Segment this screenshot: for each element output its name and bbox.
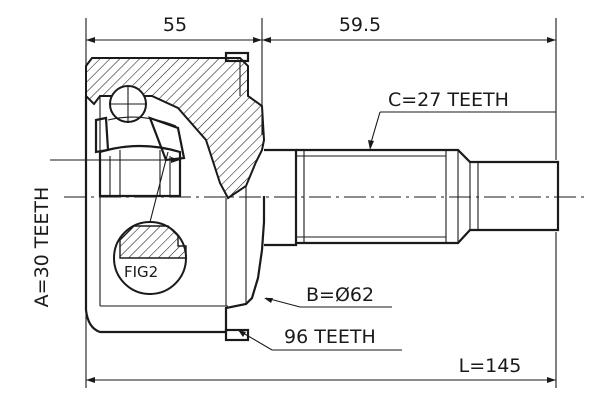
dimension-outer-width: 55 (163, 14, 187, 36)
inner-teeth-leader (50, 157, 180, 163)
fig2-label: FIG2 (124, 263, 158, 281)
abs-ring-teeth-callout: 96 TEETH (284, 326, 376, 348)
inner-race-assembly (94, 85, 186, 198)
inner-teeth-callout: A=30 TEETH (31, 187, 53, 308)
overall-length-dimension (85, 232, 557, 388)
dimension-stem-length: 59.5 (339, 14, 381, 36)
seal-diameter-callout: B=Ø62 (306, 284, 374, 306)
abs-ring-teeth-leader (237, 329, 402, 351)
output-stem (264, 148, 560, 247)
dimension-overall-length: L=145 (459, 355, 522, 377)
shaft-teeth-callout: C=27 TEETH (388, 89, 509, 111)
top-dimension-lines (85, 18, 557, 160)
fig2-detail (113, 151, 187, 295)
shaft-teeth-leader (368, 111, 556, 150)
seal-diameter-leader (264, 297, 392, 308)
